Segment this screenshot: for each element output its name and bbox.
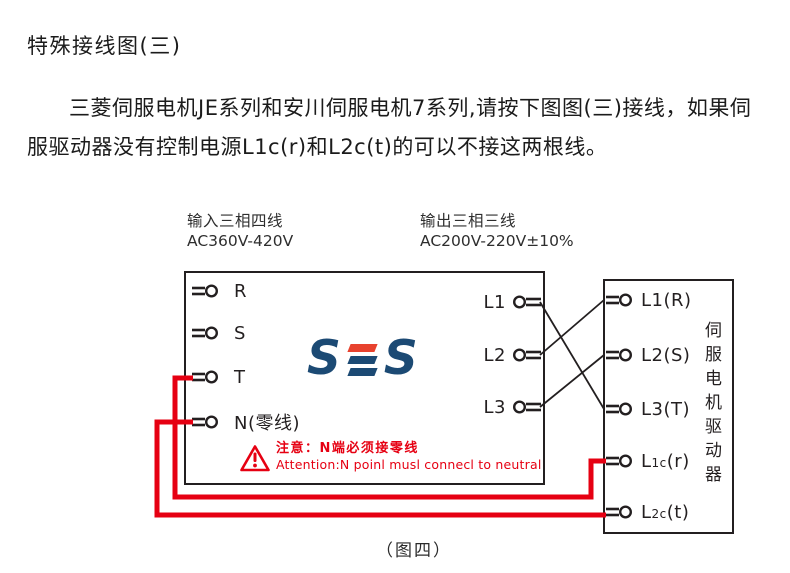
- terminal-label: L2: [483, 344, 506, 366]
- terminal-label: L1c(r): [641, 450, 690, 472]
- terminal-label: N(零线): [234, 413, 301, 434]
- input-spec-line1: 输入三相四线: [187, 212, 284, 230]
- terminal-L2S: L2(S): [606, 344, 691, 366]
- terminal-icon: [192, 370, 219, 384]
- terminal-R: R: [192, 280, 248, 302]
- terminal-label: L3: [483, 396, 506, 418]
- ses-logo: S S: [307, 331, 418, 386]
- neutral-warning: 注意：N端必须接零线 Attention:N poinl musl connec…: [240, 441, 542, 473]
- intro-paragraph: 三菱伺服电机JE系列和安川伺服电机7系列,请按下图图(三)接线，如果伺服驱动器没…: [27, 96, 752, 159]
- terminal-L1R: L1(R): [606, 289, 692, 311]
- ses-logo-e-bars-icon: [347, 342, 378, 376]
- terminal-L2: L2: [483, 344, 541, 366]
- terminal-L1: L1: [483, 291, 541, 313]
- terminal-label: L1(R): [641, 289, 692, 311]
- terminal-icon: [606, 348, 633, 362]
- warning-text-en: Attention:N poinl musl connecl to neutra…: [276, 457, 542, 472]
- input-spec-label: 输入三相四线 AC360V-420V: [187, 212, 293, 251]
- terminal-L3: L3: [483, 396, 541, 418]
- ses-logo-letter: S: [307, 331, 341, 386]
- terminal-label: R: [234, 280, 248, 302]
- figure-caption: （图四）: [376, 541, 452, 561]
- terminal-icon: [192, 284, 219, 298]
- terminal-label: L2(S): [641, 344, 691, 366]
- terminal-T: T: [192, 366, 246, 388]
- terminal-label: L2c(t): [641, 501, 690, 523]
- terminal-icon: [192, 415, 219, 429]
- output-spec-line2: AC200V-220V±10%: [420, 231, 574, 250]
- terminal-icon: [606, 505, 633, 519]
- terminal-label: T: [234, 366, 246, 388]
- input-spec-line2: AC360V-420V: [187, 231, 294, 250]
- servo-drive-side-label: 伺服电机驱动器: [701, 321, 721, 489]
- terminal-label: L3(T): [641, 398, 691, 420]
- terminal-L3T: L3(T): [606, 398, 691, 420]
- warning-text-cn: 注意：N端必须接零线: [276, 441, 419, 456]
- terminal-icon: [606, 293, 633, 307]
- terminal-label: S: [234, 322, 246, 344]
- terminal-icon: [513, 348, 541, 362]
- terminal-icon: [513, 295, 541, 309]
- terminal-icon: [513, 400, 541, 414]
- page-title: 特殊接线图(三): [27, 34, 182, 58]
- terminal-L1c: L1c(r): [606, 450, 690, 472]
- terminal-label: L1: [483, 291, 506, 313]
- terminal-icon: [192, 326, 219, 340]
- ses-logo-letter: S: [383, 331, 418, 386]
- terminal-icon: [606, 402, 633, 416]
- terminal-S: S: [192, 322, 246, 344]
- phase-wires: [539, 299, 605, 410]
- warning-triangle-icon: [240, 445, 270, 472]
- output-spec-label: 输出三相三线 AC200V-220V±10%: [420, 212, 574, 251]
- terminal-L2c: L2c(t): [606, 501, 690, 523]
- output-spec-line1: 输出三相三线: [420, 212, 517, 230]
- terminal-N: N(零线): [192, 412, 301, 434]
- terminal-icon: [606, 454, 633, 468]
